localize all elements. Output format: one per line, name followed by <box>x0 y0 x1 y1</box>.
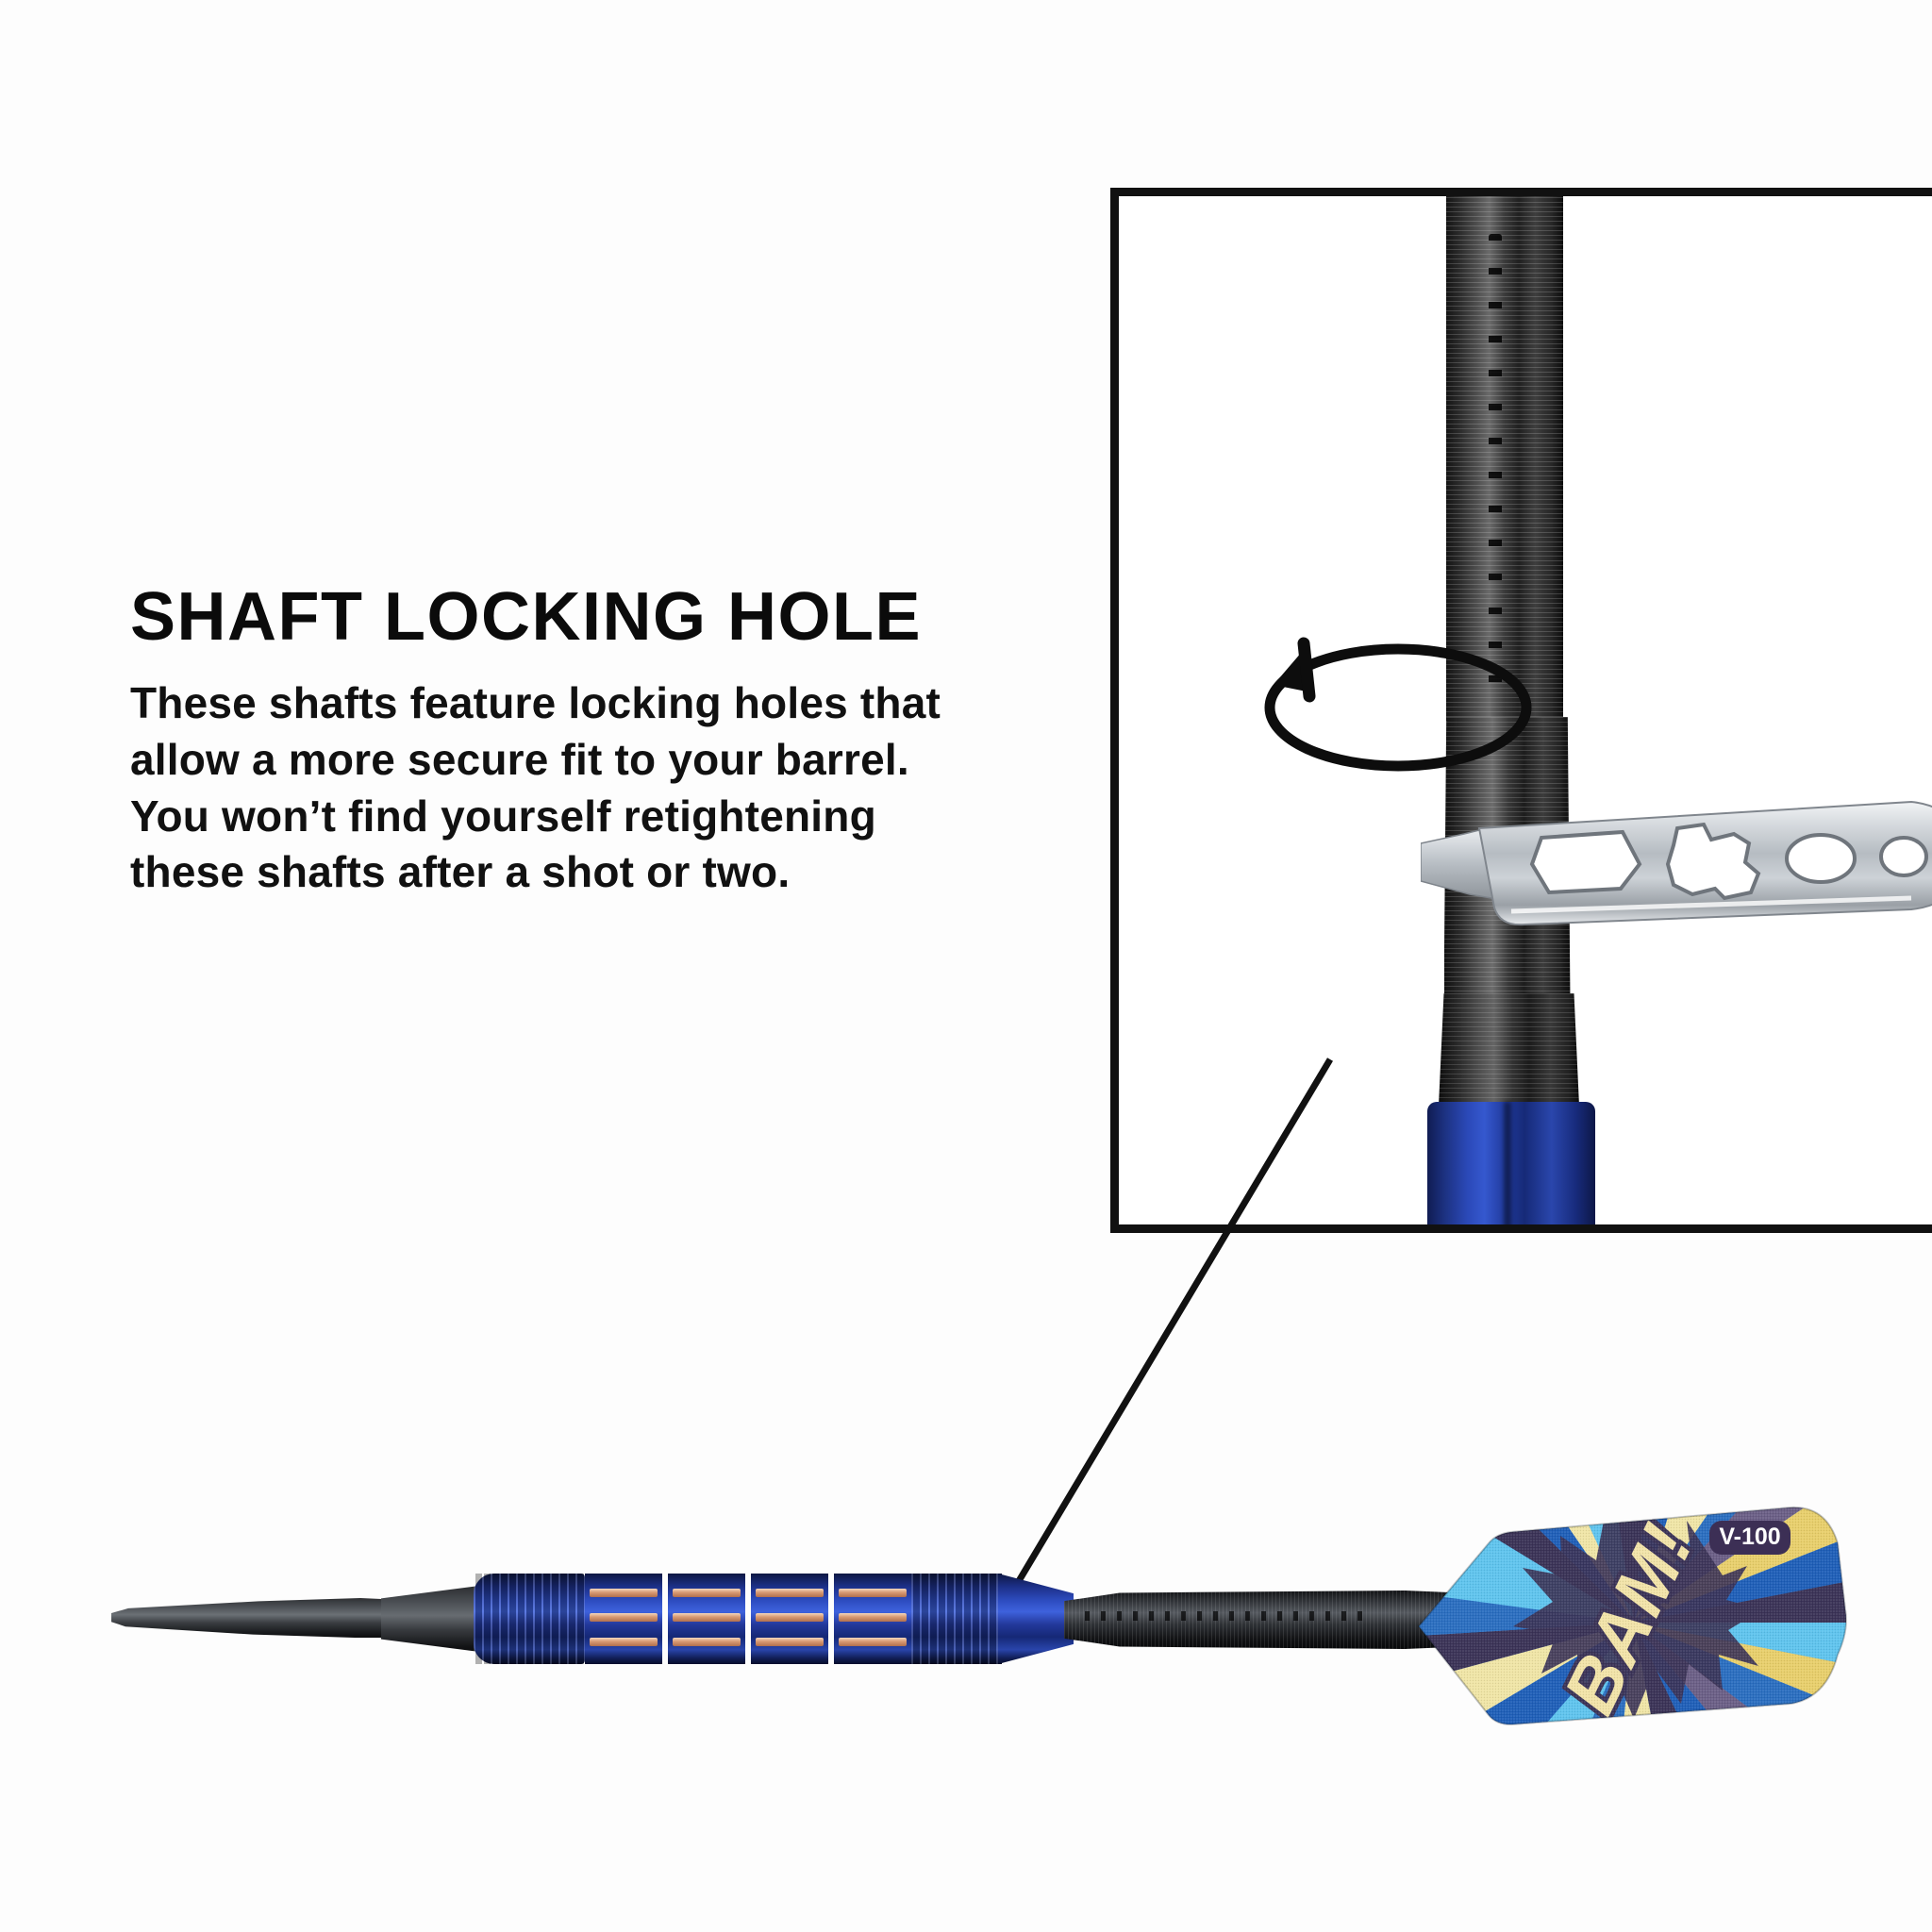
detail-inset-panel <box>1110 188 1932 1233</box>
description-line-4: these shafts after a shot or two. <box>130 847 791 897</box>
flight-outline <box>1417 1506 1847 1726</box>
multi-tool-wrench-icon <box>1421 800 1932 926</box>
magnified-shaft-lower <box>1438 993 1580 1116</box>
dart-soft-tip-point <box>111 1598 394 1638</box>
magnified-barrel-collar <box>1426 1102 1595 1224</box>
dart-point-taper <box>381 1585 487 1653</box>
barrel-copper-band-1 <box>585 1574 662 1664</box>
dart-shaft-locking-holes <box>1085 1611 1368 1621</box>
barrel-front-grip <box>474 1574 585 1664</box>
dart-product-photo: BAM! V-100 <box>111 1506 1847 1764</box>
magnified-shaft-upper <box>1445 196 1563 721</box>
barrel-rear-grip <box>911 1574 1002 1664</box>
flight-model-badge: V-100 <box>1709 1521 1790 1555</box>
flight-model-label: V-100 <box>1719 1524 1780 1550</box>
barrel-copper-band-3 <box>751 1574 828 1664</box>
dart-flight: BAM! V-100 <box>1417 1506 1847 1726</box>
callout-text-block: SHAFT LOCKING HOLE These shafts feature … <box>130 583 1055 901</box>
inset-photo <box>1119 196 1932 1224</box>
shaft-locking-holes <box>1488 234 1502 706</box>
description-line-3: You won’t find yourself retightening <box>130 791 876 841</box>
description-line-2: allow a more secure fit to your barrel. <box>130 734 909 784</box>
dart-barrel <box>474 1574 1074 1664</box>
barrel-copper-band-4 <box>834 1574 911 1664</box>
description-line-1: These shafts feature locking holes that <box>130 678 941 727</box>
page-title: SHAFT LOCKING HOLE <box>130 579 922 655</box>
barrel-copper-band-2 <box>668 1574 745 1664</box>
barrel-tail-cone <box>998 1574 1074 1664</box>
description-paragraph: These shafts feature locking holes that … <box>130 675 1017 901</box>
